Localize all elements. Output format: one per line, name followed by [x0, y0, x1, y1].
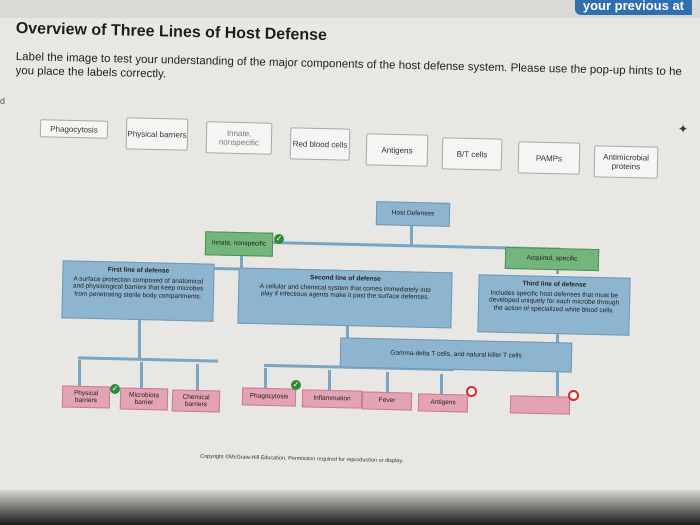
label-pamps[interactable]: PAMPs: [517, 141, 581, 175]
connector: [140, 362, 143, 388]
gamma-delta-box: Gamma-delta T cells, and natural killer …: [339, 337, 573, 373]
label-innate-nonspecific[interactable]: Innate, nonspecific: [205, 121, 273, 155]
correct-check-icon: ✓: [110, 384, 120, 394]
connector: [264, 368, 267, 390]
inflammation-box: Inflammation: [301, 389, 363, 409]
chemical-barriers-box: Chemical barriers: [171, 389, 221, 413]
incorrect-icon: [568, 390, 579, 401]
second-line-description: A cellular and chemical system that come…: [259, 282, 431, 301]
host-defenses-box: Host Defenses: [375, 201, 451, 227]
top-bar: [0, 0, 700, 18]
previous-attempt-link[interactable]: your previous at: [574, 0, 692, 15]
label-bt-cells[interactable]: B/T cells: [441, 137, 503, 171]
correct-check-icon: ✓: [274, 234, 284, 244]
connector: [138, 320, 141, 360]
second-line-box: Second line of defense A cellular and ch…: [237, 267, 453, 329]
connector: [240, 246, 243, 270]
innate-nonspecific-box[interactable]: Innate, nonspecific: [204, 231, 274, 257]
connector: [328, 370, 331, 392]
bottom-shadow: [0, 490, 700, 525]
connector: [386, 372, 389, 394]
label-red-blood-cells[interactable]: Red blood cells: [289, 127, 351, 161]
connector: [410, 222, 413, 246]
instructions-text: Label the image to test your understandi…: [15, 50, 682, 81]
connector: [440, 374, 443, 396]
label-antimicrobial-proteins[interactable]: Antimicrobial proteins: [593, 145, 659, 179]
antigens-box[interactable]: Antigens: [417, 393, 469, 413]
cursor-icon: ✦: [678, 122, 689, 136]
page-title: Overview of Three Lines of Host Defense: [15, 20, 328, 45]
phagocytosis-box[interactable]: Phagocytosis: [241, 387, 297, 407]
empty-drop-zone[interactable]: [509, 395, 571, 415]
connector: [77, 356, 219, 363]
correct-check-icon: ✓: [291, 380, 301, 390]
third-line-description: Includes specific host defenses that mus…: [488, 289, 620, 314]
first-line-description: A surface protection composed of anatomi…: [72, 275, 204, 300]
first-line-box: First line of defense A surface protecti…: [61, 260, 215, 322]
label-antigens[interactable]: Antigens: [365, 133, 429, 167]
physical-barriers-box[interactable]: Physical barriers: [61, 385, 111, 409]
acquired-specific-box: Acquired, specific: [504, 246, 600, 272]
third-line-box: Third line of defense Includes specific …: [477, 274, 631, 336]
connector: [78, 360, 81, 386]
side-marker: d: [0, 96, 6, 106]
fever-box: Fever: [361, 391, 413, 411]
connector: [196, 364, 199, 390]
copyright-text: Copyright ©McGraw-Hill Education. Permis…: [199, 453, 404, 465]
incorrect-icon: [466, 386, 477, 397]
microbiota-barrier-box: Microbiota barrier: [119, 387, 169, 411]
label-physical-barriers[interactable]: Physical barriers: [125, 117, 189, 151]
label-phagocytosis[interactable]: Phagocytosis: [39, 119, 109, 139]
